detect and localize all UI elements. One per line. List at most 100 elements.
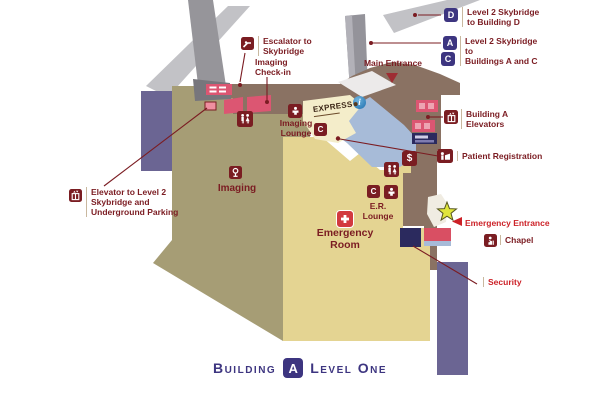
purple-block-left xyxy=(141,91,172,171)
title-building-a-badge: A xyxy=(283,358,304,378)
emergency-entrance-drive xyxy=(424,228,451,241)
badge-letter: A xyxy=(446,37,454,48)
badge-letter: i xyxy=(358,97,361,107)
elevator-icon xyxy=(69,189,82,202)
room-label-emergency-room: Emergency Room xyxy=(309,227,381,252)
elevator-icon xyxy=(444,110,458,124)
desk-stripe xyxy=(209,90,217,93)
room-line: Imaging xyxy=(279,118,313,128)
room-line: E.R. xyxy=(369,201,387,211)
building-c-badge: C xyxy=(441,52,455,66)
room-line: Imaging xyxy=(217,183,257,194)
desk-stripe xyxy=(209,86,217,89)
callout-line: Buildings A and C xyxy=(465,56,538,67)
callout-imaging-checkin: Imaging Check-in xyxy=(255,57,291,77)
room-label-imaging-lounge: Imaging Lounge xyxy=(272,118,320,138)
area-patient-registration xyxy=(339,97,416,167)
cashier-icon: $ xyxy=(402,151,417,166)
checkin-desk-b xyxy=(247,95,271,113)
elevator-c-badge-2: C xyxy=(367,185,380,198)
badge-letter: C xyxy=(444,53,452,64)
callout-line: to Building D xyxy=(467,17,520,28)
callout-line: Building A xyxy=(466,109,509,119)
purple-block-right xyxy=(437,262,468,375)
escalator-ramp xyxy=(188,0,226,93)
callout-line: Elevators xyxy=(466,119,505,130)
callout-line: Emergency Entrance xyxy=(465,218,550,228)
callout-skybridge-ac: Level 2 Skybridge to Buildings A and C xyxy=(460,36,538,67)
imaging-icon xyxy=(229,166,242,179)
callout-line: to xyxy=(465,46,474,57)
callout-line: Level 2 Skybridge xyxy=(465,36,538,46)
skybridge-elevator-square xyxy=(204,101,217,111)
callout-line: Imaging xyxy=(255,57,288,67)
desk-stripe xyxy=(219,90,226,93)
callout-line: Patient Registration xyxy=(462,151,543,161)
security-office-block xyxy=(400,228,421,247)
patient-registration-icon xyxy=(437,149,453,163)
room-label-er-lounge: E.R. Lounge xyxy=(355,201,401,221)
badge-letter: A xyxy=(288,360,298,376)
escalator-icon xyxy=(241,37,254,50)
room-label-imaging: Imaging xyxy=(212,183,262,195)
callout-line: Chapel xyxy=(505,235,534,245)
desk-stripe xyxy=(219,86,226,89)
entrance-column-highlight xyxy=(345,15,356,90)
emergency-star-icon xyxy=(436,200,458,222)
badge-letter: $ xyxy=(406,152,413,164)
map-title: Building A Level One xyxy=(0,358,600,378)
area-imaging xyxy=(153,86,310,341)
emergency-entrance-strip xyxy=(424,241,451,246)
lounge-icon xyxy=(384,185,398,199)
title-level-word: Level One xyxy=(310,360,388,376)
elevator-door xyxy=(419,103,425,109)
callout-line: Skybridge and xyxy=(91,197,150,208)
building-d-badge: D xyxy=(444,8,458,22)
callout-chapel: Chapel xyxy=(500,235,534,246)
elevator-door xyxy=(424,123,430,129)
elevator-door xyxy=(428,103,434,109)
callout-skybridge-d: Level 2 Skybridge to Building D xyxy=(462,7,540,28)
lounge-icon xyxy=(288,104,302,118)
elevator-c-badge-1: C xyxy=(314,123,327,136)
main-entrance-label: Main Entrance xyxy=(355,58,431,68)
callout-escalator: Escalator to Skybridge xyxy=(258,36,312,57)
coffee-cup-icon xyxy=(353,101,358,107)
callout-emergency-entrance: Emergency Entrance xyxy=(465,218,550,228)
lobby-stripe xyxy=(415,135,428,139)
room-line: Lounge xyxy=(362,211,394,222)
callout-security: Security xyxy=(483,277,522,288)
emergency-entrance-arrow-icon xyxy=(452,217,462,226)
room-line: Room xyxy=(330,239,360,252)
callout-line: Elevator to Level 2 xyxy=(91,187,167,197)
lobby-stripe xyxy=(415,140,434,143)
callout-patient-registration: Patient Registration xyxy=(457,151,543,162)
building-a-badge: A xyxy=(443,36,457,50)
callout-line: Skybridge xyxy=(263,46,305,57)
title-building-word: Building xyxy=(212,360,277,376)
main-entrance-canopy xyxy=(338,71,396,97)
checkin-desk-striped xyxy=(206,84,232,95)
badge-letter: D xyxy=(447,9,455,20)
first-aid-icon xyxy=(336,210,354,228)
callout-line: Underground Parking xyxy=(91,207,179,218)
callout-line: Security xyxy=(488,277,522,287)
restroom-icon xyxy=(384,162,399,177)
callout-line: Check-in xyxy=(255,67,291,78)
callout-line: Level 2 Skybridge xyxy=(467,7,540,17)
room-line: Emergency xyxy=(316,227,374,239)
chapel-icon xyxy=(484,234,497,247)
callout-elevator-skybridge-parking: Elevator to Level 2 Skybridge and Underg… xyxy=(86,187,179,218)
checkin-desk-a xyxy=(224,97,243,114)
callout-line: Main Entrance xyxy=(363,58,423,68)
callout-line: Escalator to xyxy=(263,36,312,46)
callout-connectors xyxy=(103,13,478,285)
badge-letter: C xyxy=(370,186,377,196)
elevator-door xyxy=(415,123,421,129)
restroom-icon xyxy=(237,111,253,127)
room-line: Lounge xyxy=(280,128,312,139)
badge-letter: C xyxy=(317,124,324,134)
callout-building-a-elevators: Building A Elevators xyxy=(461,109,509,130)
